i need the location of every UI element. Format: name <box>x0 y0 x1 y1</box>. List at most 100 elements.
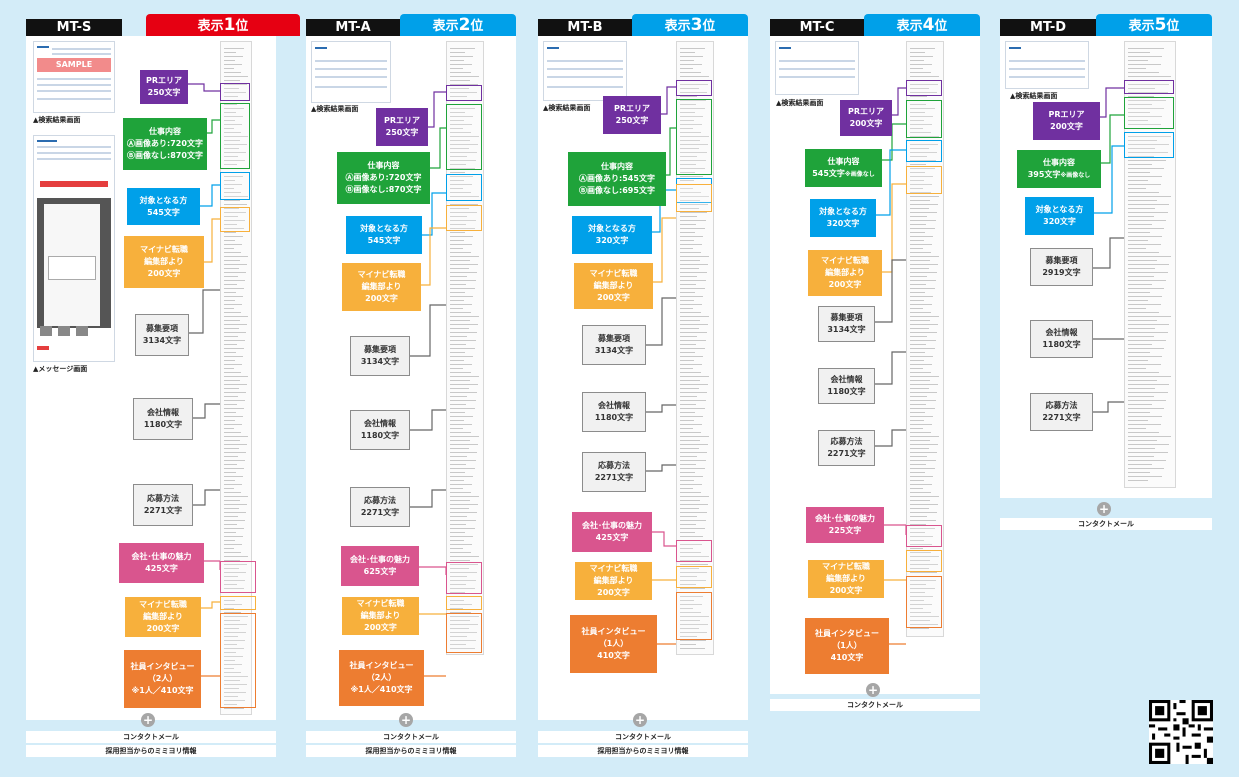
text-line <box>450 516 467 517</box>
text-line <box>1128 152 1168 153</box>
text-line <box>910 592 925 593</box>
text-line <box>450 604 472 605</box>
text-line <box>450 80 470 81</box>
text-line <box>1128 336 1154 337</box>
text-line <box>910 504 938 505</box>
search-result-thumbnail <box>311 41 391 103</box>
text-line <box>450 504 478 505</box>
text-line <box>1128 480 1148 481</box>
text-line <box>910 284 926 285</box>
text-line <box>224 528 244 529</box>
text-line <box>910 256 939 257</box>
text-line <box>680 344 696 345</box>
text-line <box>450 236 473 237</box>
text-line <box>1128 108 1164 109</box>
text-line <box>224 160 245 161</box>
text-line <box>450 232 465 233</box>
text-line <box>450 436 479 437</box>
text-line <box>224 600 235 601</box>
page-strip-mt-a <box>446 41 484 655</box>
text-line <box>910 568 929 569</box>
text-line <box>910 188 923 189</box>
highlight-job <box>220 103 250 169</box>
text-line <box>680 288 705 289</box>
plan-header-mt-b: MT-B 表示3位 <box>538 14 748 36</box>
text-line <box>910 372 931 373</box>
text-line <box>224 696 238 697</box>
highlight-charm <box>676 540 712 562</box>
text-line <box>910 232 925 233</box>
text-line <box>680 280 706 281</box>
text-line <box>450 280 476 281</box>
text-line <box>910 620 930 621</box>
text-line <box>450 148 469 149</box>
search-result-caption: ▲検索結果画面 <box>311 105 359 113</box>
text-line <box>224 572 246 573</box>
text-line <box>224 300 235 301</box>
text-line <box>910 136 939 137</box>
text-line <box>910 476 933 477</box>
text-line <box>910 496 939 497</box>
text-line <box>910 368 923 369</box>
text-line <box>1128 432 1159 433</box>
text-line <box>680 408 705 409</box>
plan-header-mt-c: MT-C 表示4位 <box>770 14 980 36</box>
text-line <box>910 204 938 205</box>
text-line <box>224 544 242 545</box>
text-line <box>224 404 237 405</box>
text-line <box>1128 380 1157 381</box>
text-line <box>450 332 477 333</box>
text-line <box>224 204 247 205</box>
text-line <box>1128 216 1154 217</box>
text-line <box>680 68 693 69</box>
text-line <box>450 432 471 433</box>
text-line <box>680 508 699 509</box>
page-strip-mt-b <box>676 41 714 655</box>
message-screen-thumbnail <box>33 135 115 362</box>
text-line <box>910 152 937 153</box>
text-line <box>680 376 709 377</box>
text-line <box>450 352 465 353</box>
text-line <box>910 172 925 173</box>
text-line <box>450 52 465 53</box>
text-line <box>1128 240 1148 241</box>
text-line <box>450 308 463 309</box>
text-line <box>224 64 242 65</box>
text-line <box>450 416 473 417</box>
text-line <box>224 540 235 541</box>
text-line <box>680 624 708 625</box>
text-line <box>224 192 241 193</box>
highlight-editor2 <box>906 550 942 572</box>
text-line <box>450 152 477 153</box>
text-line <box>680 120 694 121</box>
text-line <box>910 124 932 125</box>
text-line <box>450 572 477 573</box>
text-line <box>680 496 709 497</box>
text-line <box>224 128 234 129</box>
text-line <box>450 284 466 285</box>
footer-contact-mail: コンタクトメール <box>770 699 980 711</box>
text-line <box>910 220 936 221</box>
text-line <box>450 124 472 125</box>
text-line <box>910 516 927 517</box>
text-line <box>680 348 705 349</box>
text-line <box>910 624 938 625</box>
text-line <box>680 476 703 477</box>
text-line <box>224 628 239 629</box>
text-line <box>680 228 705 229</box>
text-line <box>450 324 478 325</box>
text-line <box>1128 124 1161 125</box>
text-line <box>1128 228 1164 229</box>
text-line <box>680 64 702 65</box>
text-line <box>450 64 472 65</box>
text-line <box>224 416 243 417</box>
text-line <box>1128 188 1146 189</box>
text-line <box>450 636 467 637</box>
